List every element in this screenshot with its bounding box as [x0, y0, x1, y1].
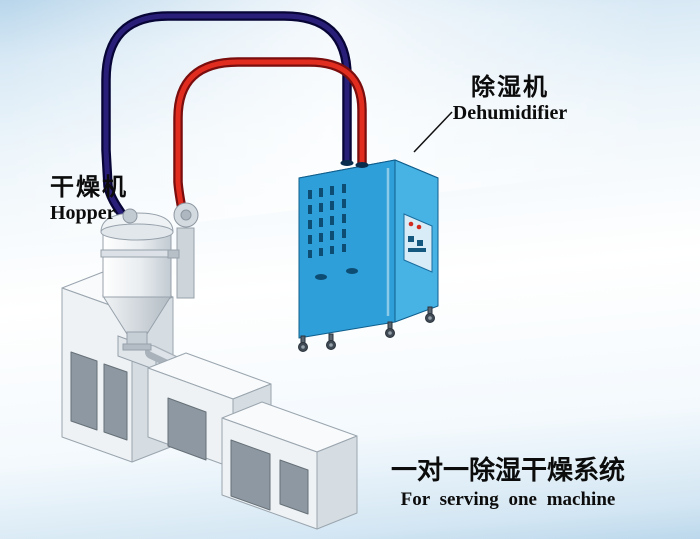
control-panel [403, 213, 433, 273]
dehumidifier-label-cn: 除湿机 [471, 74, 549, 101]
panel-switch [417, 240, 423, 246]
hopper-label-en: Hopper [50, 201, 116, 224]
blower-hub [180, 209, 192, 221]
gearbox-vent [167, 397, 207, 461]
panel-switch [408, 236, 414, 242]
hopper-label-cn: 干燥机 [50, 174, 128, 201]
dehumidifier-unit [298, 159, 439, 352]
extruder-machine [61, 271, 358, 530]
blower-tube [176, 227, 195, 299]
indicator-light [408, 221, 414, 227]
system-caption-en: For serving one machine [400, 488, 616, 510]
cabinet-vent-right [279, 459, 309, 515]
drive-housing-vent-right [103, 363, 128, 441]
louver-vent [308, 184, 346, 258]
panel-gauge [408, 248, 426, 252]
caster-wheel [326, 333, 336, 350]
hopper-dryer [100, 202, 199, 351]
hopper-clamp-ring [100, 249, 174, 258]
pipe-inlet-flange-left [340, 160, 354, 166]
dry-air-pipe-core [175, 59, 365, 223]
cabinet-vent-left [230, 439, 271, 511]
cabinet-end-face [316, 435, 358, 530]
indicator-light [416, 224, 422, 230]
lid-pipe-fitting [122, 208, 138, 224]
dry-air-pipe [173, 57, 367, 225]
caster-wheel [298, 335, 308, 352]
caster-wheel [425, 306, 435, 323]
hopper-label: 干燥机 Hopper [50, 174, 128, 225]
hopper-neck-flange [122, 343, 152, 351]
blower-bracket [167, 249, 180, 259]
hopper-lid-rim [100, 223, 174, 241]
handle-slot-left [315, 274, 327, 280]
return-air-pipe-core [103, 13, 350, 237]
dehumidifier-pointer-line [413, 111, 453, 153]
dehumidifier-label: 除湿机 Dehumidifier [440, 74, 580, 125]
system-caption: 一对一除湿干燥系统 For serving one machine [384, 455, 632, 511]
hopper-body [102, 229, 172, 298]
pipe-inlet-flange-right [355, 162, 369, 168]
dehumidifier-front-face [298, 159, 396, 339]
caster-wheel [385, 321, 395, 338]
handle-slot-right [346, 268, 358, 274]
dehumidifier-label-en: Dehumidifier [452, 101, 568, 124]
drive-housing-vent-left [70, 351, 98, 431]
return-air-pipe [101, 11, 352, 239]
caster-wheels [298, 306, 435, 352]
system-caption-cn: 一对一除湿干燥系统 [390, 455, 625, 485]
